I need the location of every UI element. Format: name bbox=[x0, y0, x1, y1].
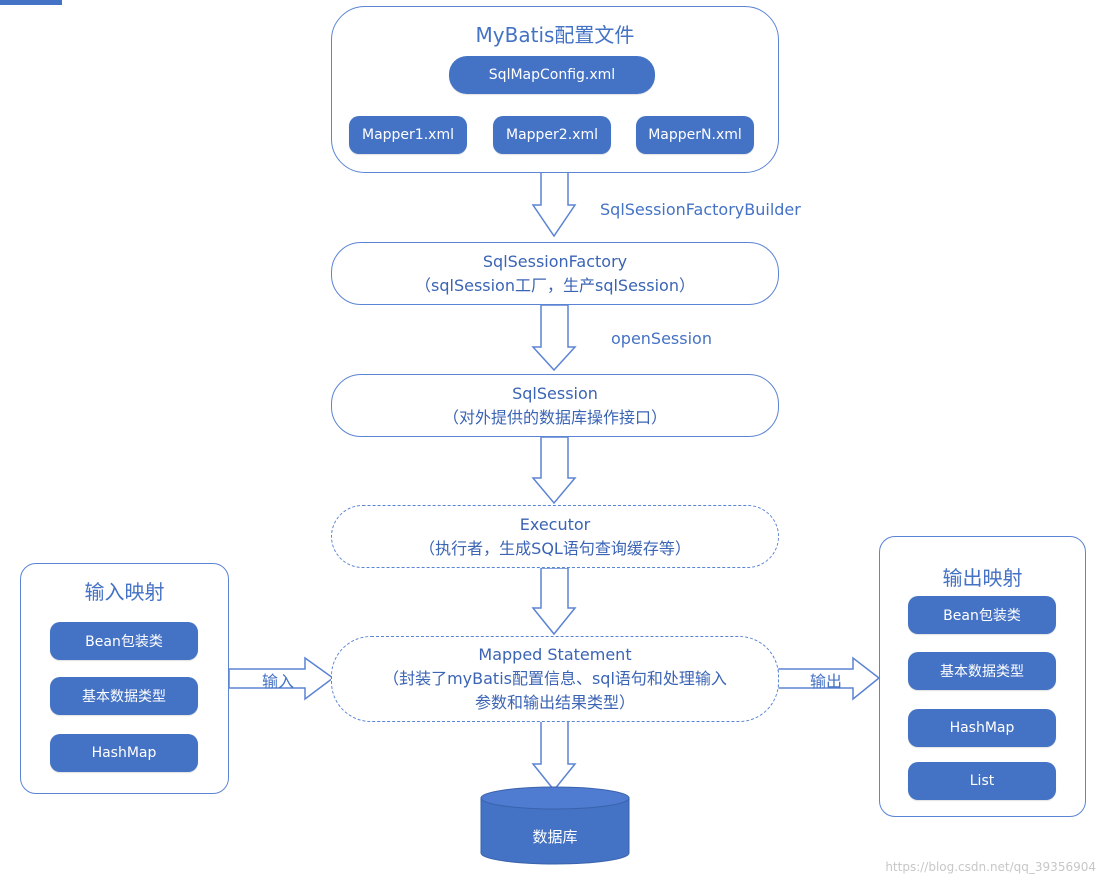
output-arrow-label: 输出 bbox=[810, 672, 843, 691]
watermark: https://blog.csdn.net/qq_39356904 bbox=[885, 860, 1096, 874]
config-title: MyBatis配置文件 bbox=[475, 23, 635, 47]
mapped-statement-box: Mapped Statement （封装了myBatis配置信息、sql语句和处… bbox=[331, 636, 779, 722]
factory-desc: （sqlSession工厂，生产sqlSession） bbox=[415, 275, 695, 295]
arrow-factory-to-session bbox=[531, 304, 577, 372]
output-mapping-title: 输出映射 bbox=[942, 566, 1023, 590]
input-arrow-label: 输入 bbox=[262, 672, 295, 691]
mapped-statement-desc-1: （封装了myBatis配置信息、sql语句和处理输入 bbox=[383, 669, 727, 688]
corner-tab bbox=[0, 0, 62, 5]
arrow-session-to-executor bbox=[531, 436, 577, 505]
output-item-basic-type: 基本数据类型 bbox=[908, 652, 1056, 690]
output-item-bean: Bean包装类 bbox=[908, 596, 1056, 634]
input-item-basic-type: 基本数据类型 bbox=[50, 677, 198, 715]
input-item-hashmap: HashMap bbox=[50, 734, 198, 772]
database-label: 数据库 bbox=[532, 828, 578, 846]
builder-label: SqlSessionFactoryBuilder bbox=[600, 200, 801, 219]
arrow-config-to-factory bbox=[531, 171, 577, 238]
mappern-pill: MapperN.xml bbox=[636, 116, 754, 154]
session-title: SqlSession bbox=[512, 383, 598, 403]
session-desc: （对外提供的数据库操作接口） bbox=[442, 407, 667, 427]
arrow-statement-to-database bbox=[531, 720, 577, 792]
output-item-hashmap: HashMap bbox=[908, 709, 1056, 747]
open-session-label: openSession bbox=[611, 329, 712, 348]
arrow-executor-to-statement bbox=[531, 567, 577, 636]
input-item-bean: Bean包装类 bbox=[50, 622, 198, 660]
mapped-statement-title: Mapped Statement bbox=[478, 645, 632, 664]
session-box: SqlSession （对外提供的数据库操作接口） bbox=[331, 374, 779, 437]
output-item-list: List bbox=[908, 762, 1056, 800]
executor-box: Executor （执行者，生成SQL语句查询缓存等） bbox=[331, 505, 779, 568]
sqlmapconfig-pill: SqlMapConfig.xml bbox=[449, 56, 655, 94]
mapped-statement-desc-2: 参数和输出结果类型） bbox=[474, 693, 635, 712]
factory-box: SqlSessionFactory （sqlSession工厂，生产sqlSes… bbox=[331, 242, 779, 305]
input-mapping-title: 输入映射 bbox=[84, 580, 165, 604]
executor-title: Executor bbox=[519, 514, 591, 534]
executor-desc: （执行者，生成SQL语句查询缓存等） bbox=[419, 538, 691, 558]
mapper2-pill: Mapper2.xml bbox=[493, 116, 611, 154]
database-cylinder bbox=[480, 786, 630, 865]
arrow-input-to-statement bbox=[228, 656, 335, 701]
factory-title: SqlSessionFactory bbox=[482, 251, 628, 271]
arrow-statement-to-output bbox=[777, 656, 881, 701]
mapper1-pill: Mapper1.xml bbox=[349, 116, 467, 154]
